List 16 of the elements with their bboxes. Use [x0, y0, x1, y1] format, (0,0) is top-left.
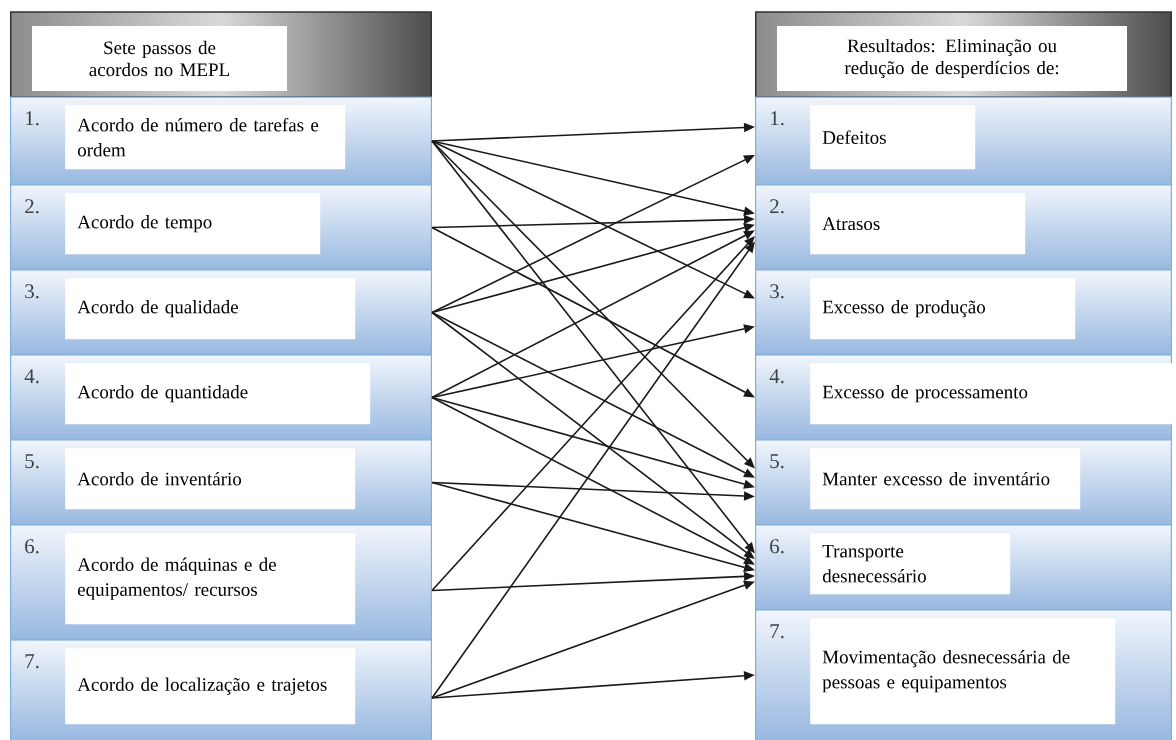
- row-band: 6. Transporte desnecessário: [755, 524, 1172, 611]
- row-band: 3. Acordo de qualidade: [10, 269, 432, 356]
- header-band: Resultados: Eliminação ou redução de desperdícios de:: [755, 11, 1172, 98]
- row-band: 1. Defeitos: [755, 96, 1172, 186]
- row-band: 7. Movimentação desnecessária de pessoas e equipamentos: [755, 609, 1172, 740]
- row-band: 1. Acordo de número de tarefas e ordem: [10, 96, 432, 186]
- row-band: 3. Excesso de produção: [755, 269, 1172, 356]
- row-band: 7. Acordo de localização e trajetos: [10, 639, 432, 740]
- row-band: 2. Atrasos: [755, 184, 1172, 271]
- row-band: 2. Acordo de tempo: [10, 184, 432, 271]
- row-band: 5. Manter excesso de inventário: [755, 439, 1172, 526]
- row-band: 6. Acordo de máquinas e de equipamentos/ recursos: [10, 524, 432, 641]
- row-band: 4. Acordo de quantidade: [10, 354, 432, 441]
- row-band: 5. Acordo de inventário: [10, 439, 432, 526]
- header-band: Sete passos de acordos no MEPL: [10, 11, 432, 98]
- row-band: 4. Excesso de processamento: [755, 354, 1176, 441]
